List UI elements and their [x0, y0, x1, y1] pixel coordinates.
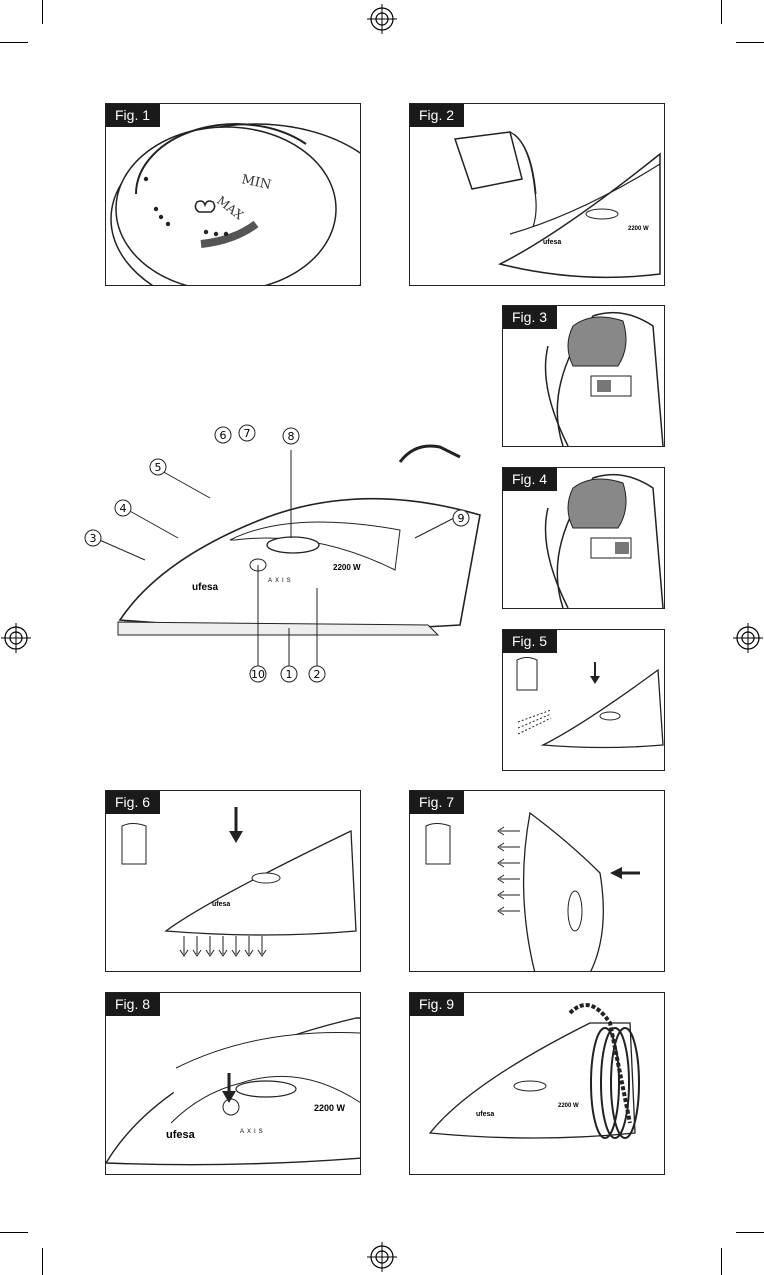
power-label: 2200 W — [628, 226, 649, 232]
figure-label: Fig. 3 — [503, 306, 557, 329]
brand-label: ufesa — [476, 1111, 494, 1118]
callout-5: 5 — [155, 461, 162, 474]
callout-2: 2 — [314, 668, 321, 681]
callout-4: 4 — [120, 502, 127, 515]
callout-10: 10 — [251, 668, 265, 681]
brand-label: ufesa — [212, 901, 230, 908]
callout-6: 6 — [220, 429, 227, 442]
callout-9: 9 — [458, 512, 465, 525]
callout-3: 3 — [90, 532, 97, 545]
crop-mark — [736, 42, 764, 43]
registration-mark-right — [733, 623, 763, 653]
steam-shot-illustration: ufesa — [106, 791, 361, 972]
brand-label: ufesa — [543, 239, 561, 246]
figure-6: Fig. 6 ufesa — [105, 790, 361, 972]
registration-mark-left — [1, 623, 31, 653]
crop-mark — [42, 1248, 43, 1275]
figure-8: Fig. 8 ufesa 2200 W AXIS — [105, 992, 361, 1175]
callout-8: 8 — [288, 430, 295, 443]
registration-mark-bottom — [367, 1242, 397, 1272]
power-label: 2200 W — [333, 563, 361, 572]
dial-illustration: MIN MAX — [106, 104, 361, 286]
figure-2: Fig. 2 ufesa 2200 W — [409, 103, 665, 286]
self-clean-illustration: ufesa 2200 W AXIS — [106, 993, 361, 1175]
crop-mark — [0, 42, 28, 43]
power-label: 2200 W — [558, 1103, 579, 1109]
figure-label: Fig. 9 — [410, 993, 464, 1016]
figure-9: Fig. 9 ufesa 2200 W — [409, 992, 665, 1175]
crop-mark — [0, 1232, 28, 1233]
figure-4: Fig. 4 — [502, 467, 665, 609]
figure-7: Fig. 7 — [409, 790, 665, 972]
vertical-steam-illustration — [410, 791, 665, 972]
model-label: AXIS — [268, 578, 294, 584]
iron-parts-diagram: ufesa 2200 W AXIS 10 1 2 3 4 5 6 7 8 9 — [80, 420, 500, 690]
crop-mark — [42, 0, 43, 24]
figure-label: Fig. 2 — [410, 104, 464, 127]
spray-icon — [517, 658, 537, 691]
figure-label: Fig. 8 — [106, 993, 160, 1016]
figure-label: Fig. 4 — [503, 468, 557, 491]
callout-1: 1 — [286, 668, 293, 681]
fill-water-illustration: ufesa 2200 W — [410, 104, 665, 286]
figure-label: Fig. 5 — [503, 630, 557, 653]
steam-shot-icon — [426, 824, 450, 865]
model-label: AXIS — [240, 1129, 266, 1135]
arrow-down-icon — [229, 831, 243, 843]
figure-label: Fig. 1 — [106, 104, 160, 127]
brand-label: ufesa — [166, 1129, 196, 1141]
brand-label: ufesa — [192, 582, 219, 593]
power-label: 2200 W — [314, 1103, 346, 1113]
arrow-down-icon — [590, 676, 600, 684]
cord-storage-illustration: ufesa 2200 W — [410, 993, 665, 1175]
arrow-left-icon — [610, 867, 622, 879]
crop-mark — [721, 1248, 722, 1275]
steam-shot-icon — [122, 824, 146, 865]
figure-1: Fig. 1 MIN MAX — [105, 103, 361, 286]
callout-7: 7 — [244, 427, 251, 440]
crop-mark — [736, 1232, 764, 1233]
figure-label: Fig. 7 — [410, 791, 464, 814]
figure-3: Fig. 3 — [502, 305, 665, 447]
figure-label: Fig. 6 — [106, 791, 160, 814]
crop-mark — [721, 0, 722, 24]
figure-5: Fig. 5 — [502, 629, 665, 771]
registration-mark-top — [367, 4, 397, 34]
